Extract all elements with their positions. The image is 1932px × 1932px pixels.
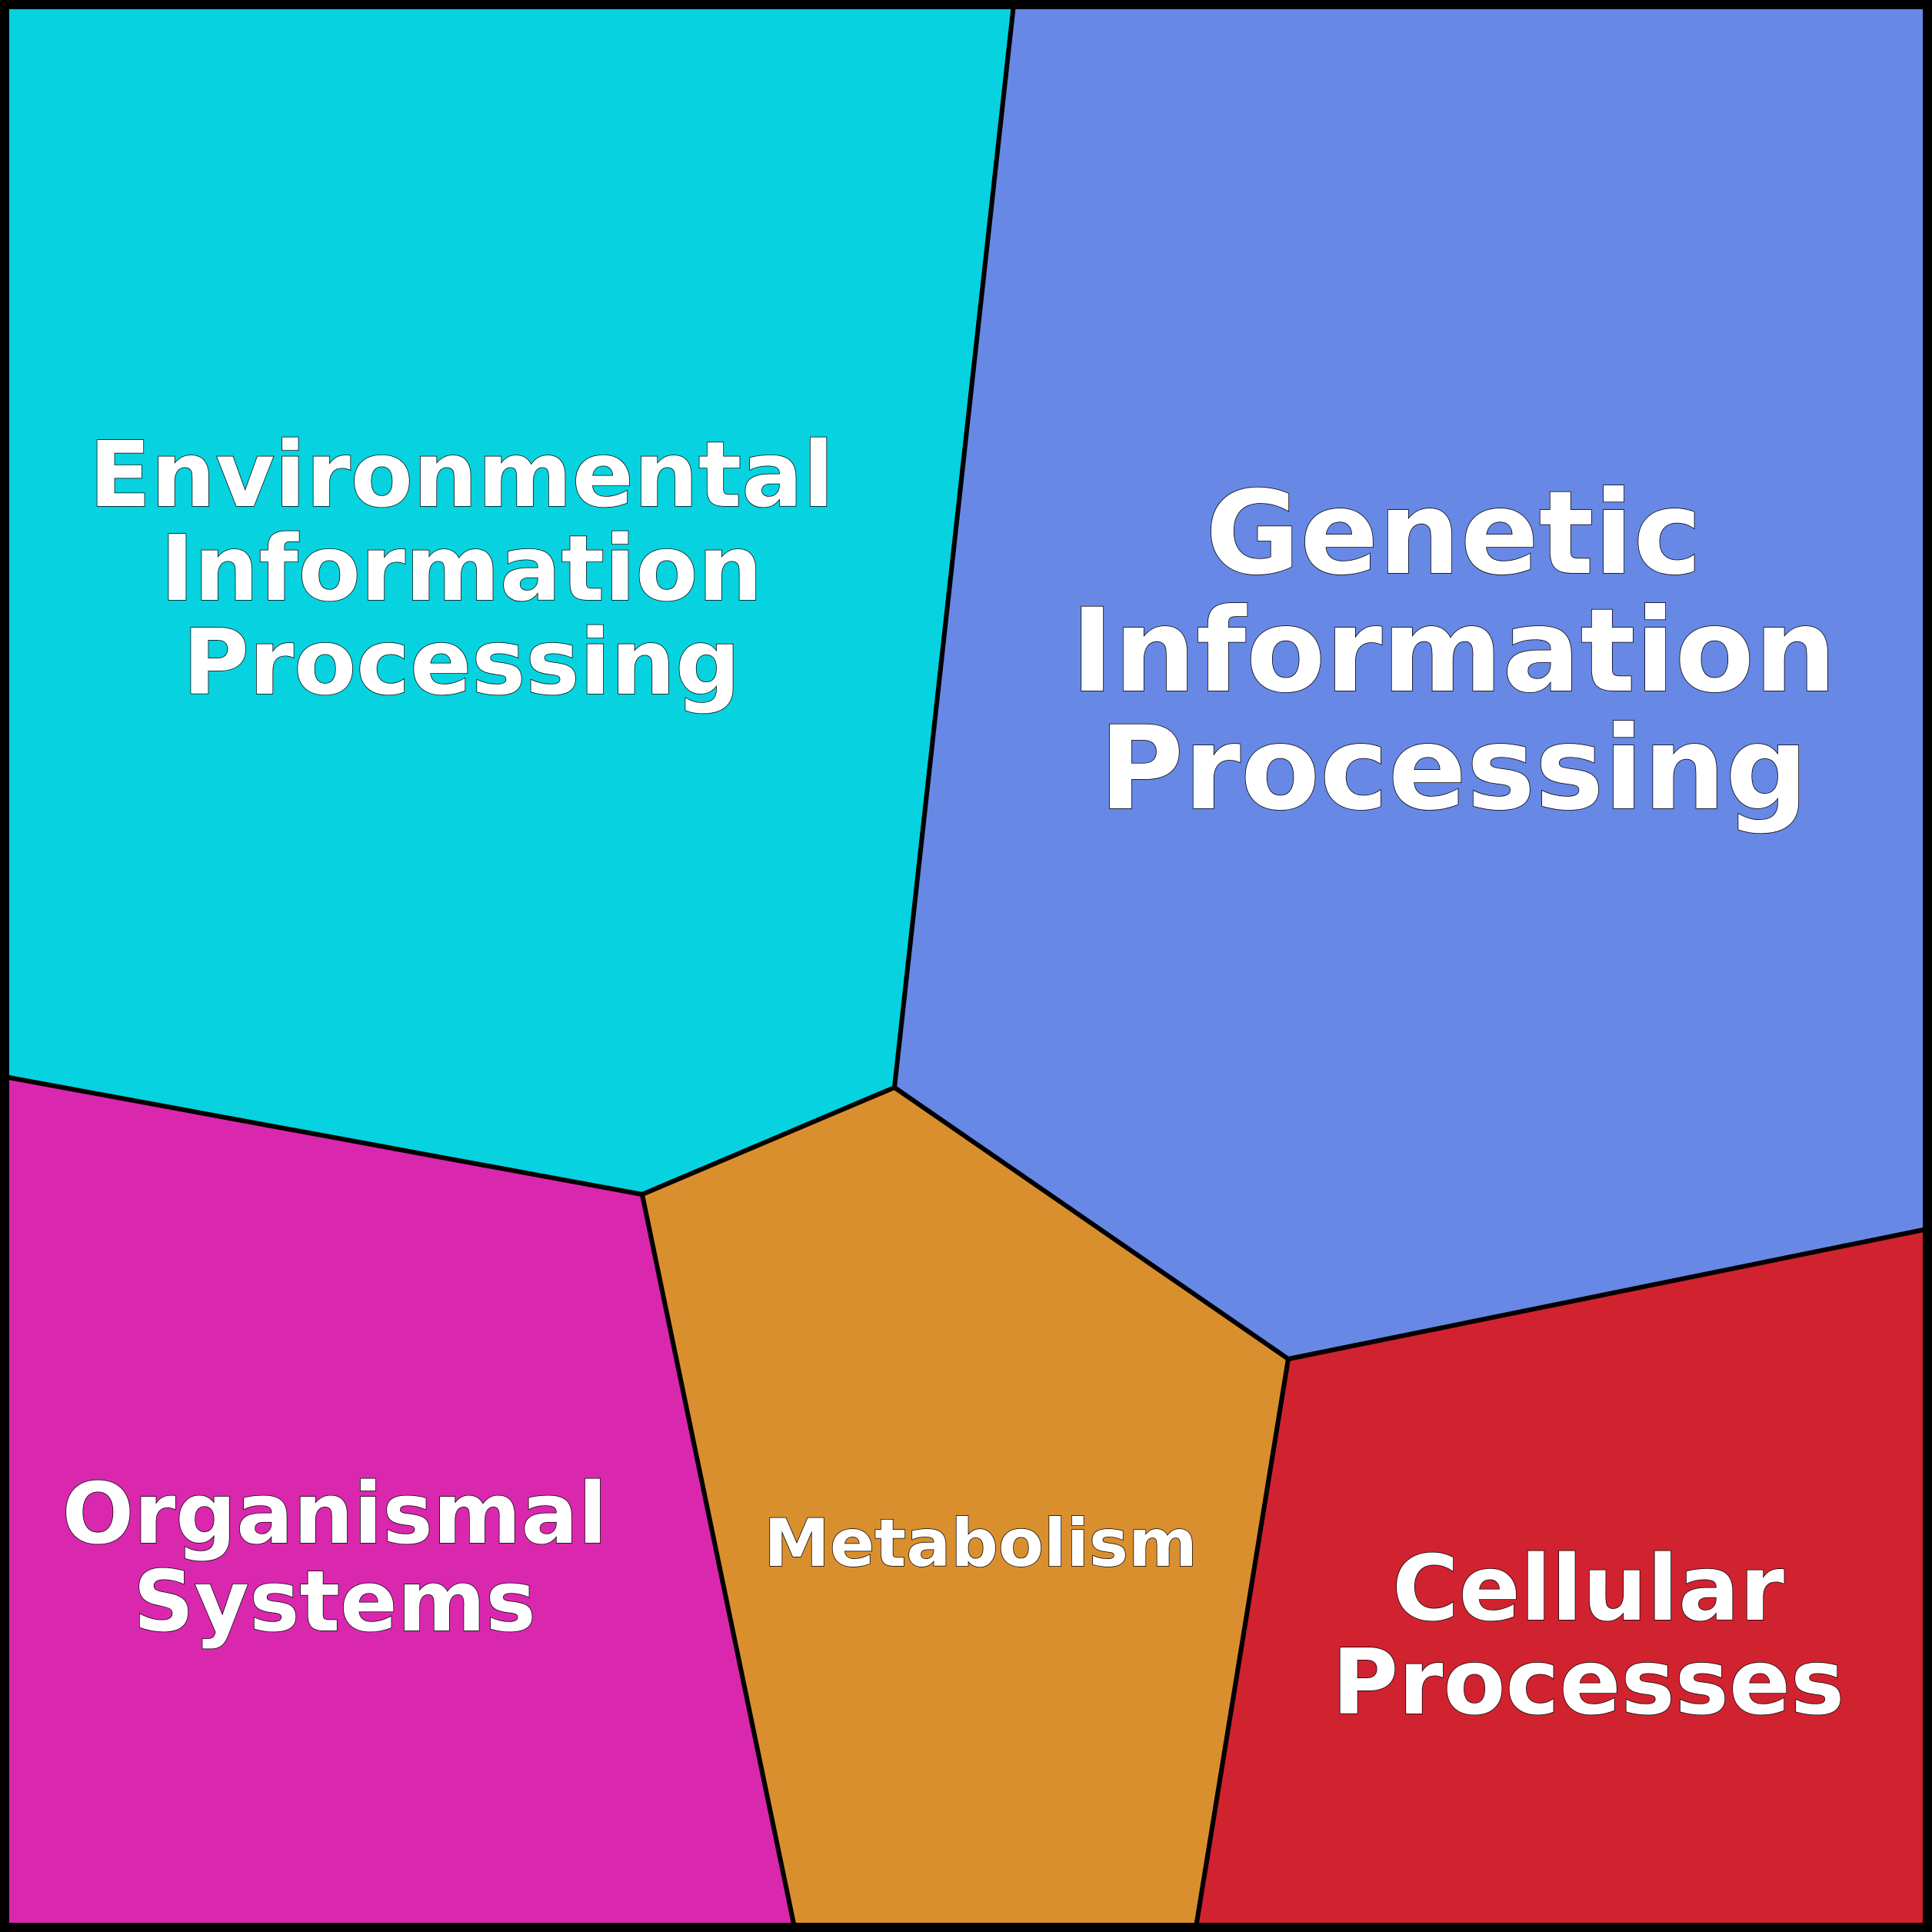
cell-label-line: Processing [182, 609, 740, 715]
cell-label-line: Metabolism [764, 1505, 1197, 1582]
cell-label-line: Genetic [1205, 467, 1701, 601]
cell-label-metabolism: Metabolism [764, 1505, 1197, 1582]
cell-label-line: Systems [133, 1552, 536, 1651]
cell-label-line: Environmental [89, 421, 834, 528]
cell-label-line: Information [1071, 585, 1836, 718]
cell-label-line: Processes [1332, 1629, 1844, 1735]
cell-label-line: Cellular [1392, 1535, 1784, 1641]
cell-label-line: Processing [1099, 702, 1808, 836]
cell-label-line: Information [160, 515, 762, 621]
cell-label-line: Organismal [62, 1464, 608, 1563]
